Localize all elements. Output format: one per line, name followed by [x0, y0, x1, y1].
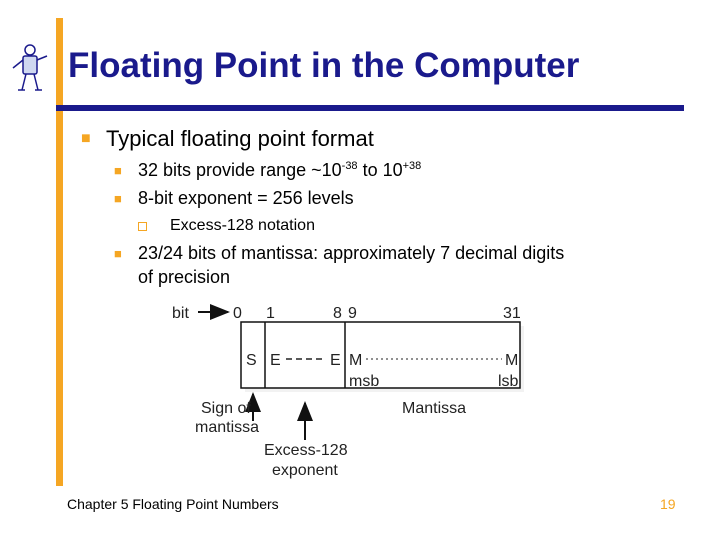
bullet-level1: ■ Typical floating point format — [81, 126, 374, 152]
bullet-text: Excess-128 notation — [170, 217, 315, 234]
bullet-text: 32 bits provide range ~10-38 to 10+38 — [138, 160, 422, 180]
bit-number-8: 8 — [333, 305, 342, 322]
exponent-label: exponent — [272, 462, 338, 479]
mantissa-field-end: M — [505, 352, 518, 369]
bullet-square-icon: ■ — [114, 246, 122, 261]
slide-title: Floating Point in the Computer — [68, 46, 580, 85]
bullet-level2: ■ 32 bits provide range ~10-38 to 10+38 — [114, 160, 421, 181]
bullet-continuation: of precision — [114, 267, 230, 288]
bullet-level2: ■ 8-bit exponent = 256 levels — [114, 188, 354, 209]
bullet-square-icon: ■ — [114, 163, 122, 178]
bit-number-9: 9 — [348, 305, 357, 322]
mantissa-label: Mantissa — [402, 400, 466, 417]
word-box — [240, 321, 521, 389]
bullet-text: 23/24 bits of mantissa: approximately 7 … — [138, 243, 565, 263]
mantissa-field-start: M — [349, 352, 362, 369]
page-number: 19 — [660, 496, 676, 512]
sign-of-label: Sign of — [201, 400, 251, 417]
bit-label: bit — [172, 305, 189, 322]
bullet-text: 8-bit exponent = 256 levels — [138, 188, 354, 208]
bullet-text: of precision — [138, 267, 231, 287]
sign-field-label: S — [246, 352, 257, 369]
footer-text: Chapter 5 Floating Point Numbers — [67, 496, 279, 512]
bullet-level2: ■ 23/24 bits of mantissa: approximately … — [114, 243, 564, 264]
accent-vertical-bar — [56, 18, 63, 486]
exponent-field-end: E — [330, 352, 341, 369]
bit-number-1: 1 — [266, 305, 275, 322]
bullet-square-icon: ■ — [114, 191, 122, 206]
bullet-hollow-square-icon — [138, 222, 147, 231]
bit-number-0: 0 — [233, 305, 242, 322]
lsb-label: lsb — [498, 373, 519, 390]
robot-logo-icon — [12, 44, 48, 91]
bullet-level3: Excess-128 notation — [138, 217, 315, 235]
bullet-text: Typical floating point format — [106, 126, 374, 151]
bullet-square-icon: ■ — [81, 130, 91, 147]
mantissa-caption: mantissa — [195, 419, 259, 436]
bit-number-31: 31 — [503, 305, 521, 322]
excess-label: Excess-128 — [264, 442, 348, 459]
exponent-field-start: E — [270, 352, 281, 369]
float-format-diagram: bit 0 1 8 9 31 S E E M M msb lsb Sign of… — [172, 304, 524, 479]
title-underline-bar — [56, 105, 684, 111]
msb-label: msb — [349, 373, 379, 390]
